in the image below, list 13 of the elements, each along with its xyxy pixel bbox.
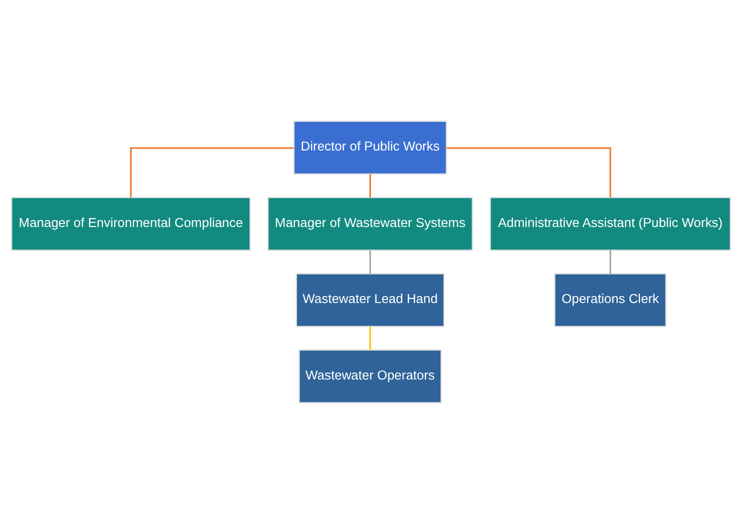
node-box: Administrative Assistant (Public Works) (490, 196, 731, 250)
node-box: Manager of Environmental Compliance (11, 196, 251, 250)
connector (369, 250, 371, 274)
node-box: Operations Clerk (554, 272, 666, 327)
node-box: Wastewater Operators (298, 348, 442, 403)
node-box: Director of Public Works (293, 120, 448, 174)
connector (130, 146, 294, 197)
node-box: Manager of Wastewater Systems (267, 196, 474, 250)
connector (610, 250, 612, 274)
node-box: Wastewater Lead Hand (296, 272, 445, 327)
connector (369, 326, 371, 350)
connector (446, 146, 612, 197)
connector (369, 174, 371, 197)
